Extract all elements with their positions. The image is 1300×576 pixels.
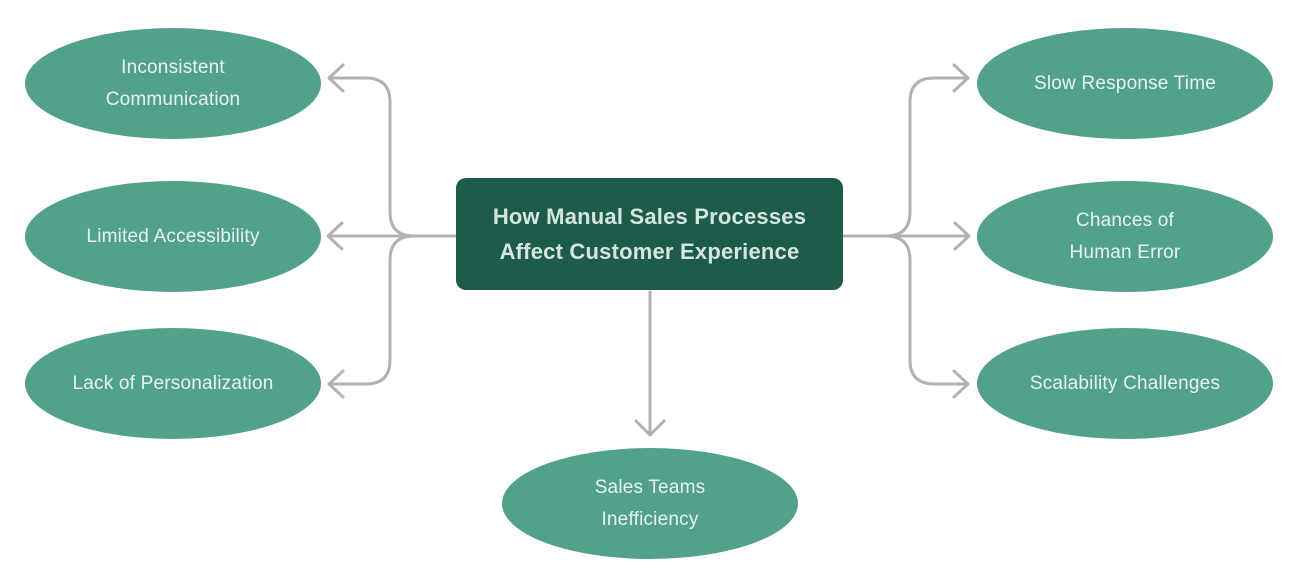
node-inconsistent-communication: Inconsistent Communication xyxy=(25,28,321,139)
central-topic-box: How Manual Sales Processes Affect Custom… xyxy=(456,178,843,290)
node-limited-accessibility: Limited Accessibility xyxy=(25,181,321,292)
arrowhead-right-top-icon xyxy=(952,63,970,93)
arrowhead-bottom-icon xyxy=(634,419,666,437)
node-label: Slow Response Time xyxy=(1033,72,1217,94)
node-label: Sales Teams Inefficiency xyxy=(594,477,706,530)
arrowhead-right-middle-icon xyxy=(953,221,971,251)
node-label: Scalability Challenges xyxy=(1029,372,1221,394)
node-scalability-challenges: Scalability Challenges xyxy=(977,328,1273,439)
connector-right-bottom xyxy=(841,234,967,386)
node-label: Limited Accessibility xyxy=(86,225,260,247)
arrowhead-left-top-icon xyxy=(327,63,345,93)
arrowhead-left-bottom-icon xyxy=(327,369,345,399)
arrowhead-left-middle-icon xyxy=(326,221,344,251)
node-label: Lack of Personalization xyxy=(72,372,274,394)
arrowhead-right-bottom-icon xyxy=(952,369,970,399)
node-lack-of-personalization: Lack of Personalization xyxy=(25,328,321,439)
connector-left-bottom xyxy=(330,234,458,386)
node-slow-response-time: Slow Response Time xyxy=(977,28,1273,139)
node-label: Inconsistent Communication xyxy=(105,57,241,110)
central-topic-label: How Manual Sales Processes Affect Custom… xyxy=(492,203,807,264)
node-chances-of-human-error: Chances of Human Error xyxy=(977,181,1273,292)
connector-left-top xyxy=(330,76,458,238)
node-sales-teams-inefficiency: Sales Teams Inefficiency xyxy=(502,448,798,559)
connector-right-top xyxy=(841,76,967,238)
node-label: Chances of Human Error xyxy=(1069,210,1181,263)
